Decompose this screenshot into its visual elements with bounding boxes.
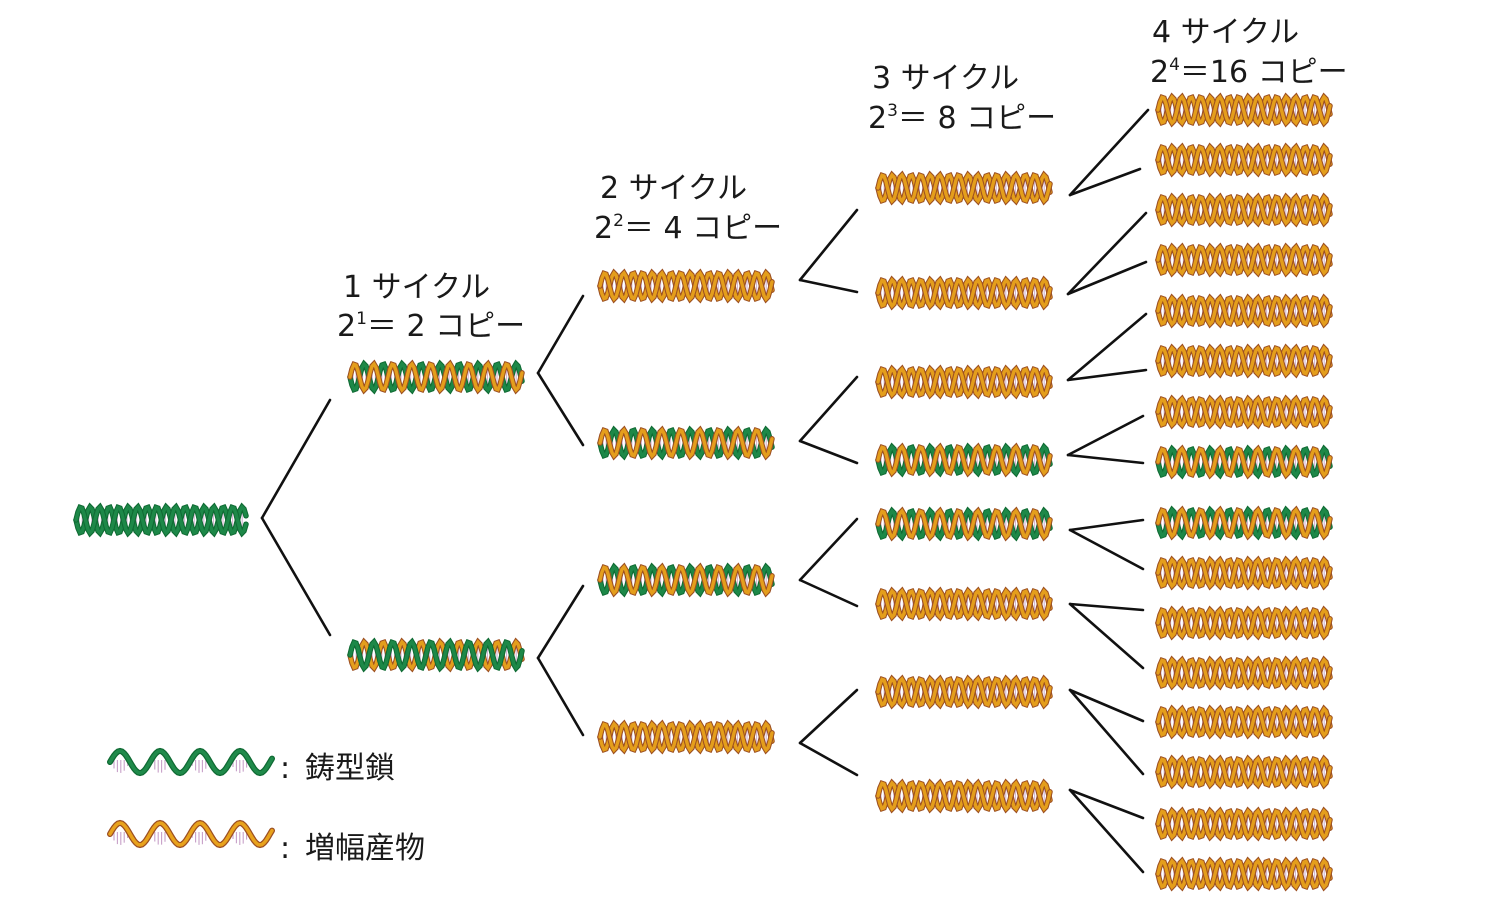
branch-connectors [260, 108, 1150, 874]
helix-c4-6 [1155, 343, 1333, 379]
branch-c1 [536, 294, 585, 737]
helix-start [73, 502, 249, 538]
helix-c1-2 [347, 637, 525, 673]
legend-template-label: 鋳型鎖 [305, 751, 395, 786]
cycle-2-title: 2 サイクル [600, 171, 747, 206]
helix-c4-1 [1155, 92, 1333, 128]
legend-product-label: 増幅産物 [305, 831, 425, 866]
legend-template-strand-icon [107, 747, 275, 777]
helix-c2-1 [597, 268, 775, 304]
legend-template-separator: : [280, 751, 290, 786]
helix-c1-1 [347, 359, 525, 395]
cycle-label-4: 4 サイクル 24＝16 コピー [1150, 15, 1348, 90]
branch-c2 [798, 208, 859, 777]
helix-c4-12 [1155, 655, 1333, 691]
cycle-1-title: 1 サイクル [343, 270, 490, 305]
helix-c2-4 [597, 719, 775, 755]
helix-c4-8 [1155, 444, 1333, 480]
helix-c3-8 [875, 778, 1053, 814]
branch-c3 [1066, 108, 1150, 874]
cycle-4-formula: 24＝16 コピー [1150, 55, 1348, 90]
helix-c4-16 [1155, 856, 1333, 892]
helix-c4-13 [1155, 704, 1333, 740]
helix-c4-14 [1155, 754, 1333, 790]
cycle-4-title: 4 サイクル [1152, 15, 1299, 50]
helix-c4-2 [1155, 142, 1333, 178]
helix-c3-4 [875, 442, 1053, 478]
cycle-3-title: 3 サイクル [872, 61, 1019, 96]
legend-product-separator: : [280, 831, 290, 866]
helix-c3-7 [875, 674, 1053, 710]
helix-c3-6 [875, 586, 1053, 622]
legend-product-strand-icon [107, 819, 275, 849]
helix-c4-4 [1155, 242, 1333, 278]
cycle-1-formula: 21＝ 2 コピー [337, 309, 525, 344]
helix-c4-9 [1155, 505, 1333, 541]
helix-c4-7 [1155, 394, 1333, 430]
cycle-label-2: 2 サイクル 22＝ 4 コピー [594, 171, 782, 246]
helix-c4-10 [1155, 555, 1333, 591]
cycle-label-1: 1 サイクル 21＝ 2 コピー [337, 270, 525, 344]
helix-c4-11 [1155, 605, 1333, 641]
helix-c2-3 [597, 562, 775, 598]
dna-helices [73, 92, 1333, 892]
helix-c2-2 [597, 425, 775, 461]
helix-c3-5 [875, 506, 1053, 542]
cycle-label-3: 3 サイクル 23＝ 8 コピー [868, 61, 1056, 136]
helix-c3-2 [875, 275, 1053, 311]
helix-c3-1 [875, 170, 1053, 206]
helix-c4-3 [1155, 192, 1333, 228]
legend: : 鋳型鎖 : 増幅産物 [107, 747, 425, 866]
cycle-3-formula: 23＝ 8 コピー [868, 101, 1056, 136]
helix-c3-3 [875, 364, 1053, 400]
helix-c4-15 [1155, 806, 1333, 842]
helix-c4-5 [1155, 293, 1333, 329]
branch-start [260, 398, 332, 637]
cycle-2-formula: 22＝ 4 コピー [594, 211, 782, 246]
